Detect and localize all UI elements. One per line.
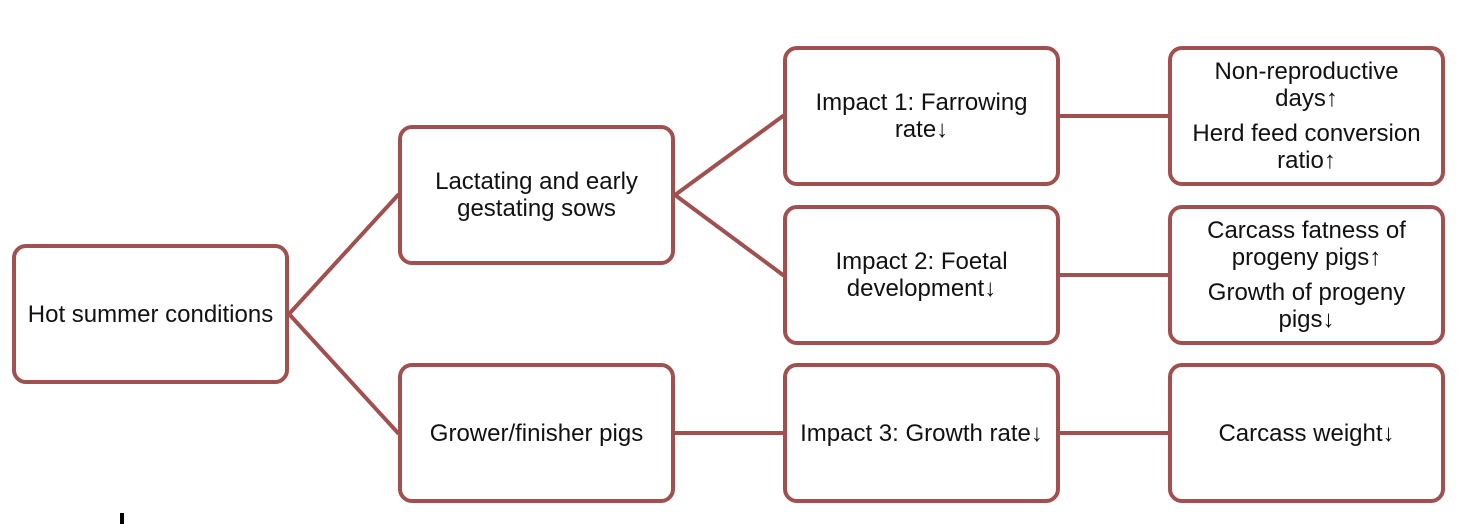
connector-root-to-grower (287, 312, 400, 435)
connector-root-to-sows (287, 193, 400, 316)
node-label: Lactating and early gestating sows (435, 168, 638, 222)
connector-sows-to-impact2 (673, 193, 785, 277)
node-label: Hot summer conditions (27, 300, 274, 328)
node-label: Herd feed conversion ratio↑ (1192, 120, 1421, 174)
node-label: Grower/finisher pigs (429, 419, 644, 447)
node-label: Impact 2: Foetal development↓ (835, 248, 1008, 302)
node-impact-foetal-development: Impact 2: Foetal development↓ (783, 205, 1060, 345)
node-label: Carcass weight↓ (1218, 419, 1395, 447)
node-grower-finisher-pigs: Grower/finisher pigs (398, 363, 675, 503)
text-cursor-mark (120, 513, 124, 524)
node-label: Non-reproductive days↑ (1214, 58, 1399, 112)
node-impact-farrowing-rate: Impact 1: Farrowing rate↓ (783, 46, 1060, 186)
node-hot-summer-conditions: Hot summer conditions (12, 244, 289, 384)
node-label: Growth of progeny pigs↓ (1207, 279, 1406, 333)
node-impact-growth-rate: Impact 3: Growth rate↓ (783, 363, 1060, 503)
node-outcome-reproduction-feed: Non-reproductive days↑ Herd feed convers… (1168, 46, 1445, 186)
node-label: Carcass fatness of progeny pigs↑ (1207, 217, 1406, 271)
node-label: Impact 1: Farrowing rate↓ (815, 89, 1028, 143)
node-label: Impact 3: Growth rate↓ (800, 419, 1043, 447)
node-outcome-progeny-pigs: Carcass fatness of progeny pigs↑ Growth … (1168, 205, 1445, 345)
node-outcome-carcass-weight: Carcass weight↓ (1168, 363, 1445, 503)
connector-sows-to-impact1 (673, 114, 785, 197)
node-lactating-gestating-sows: Lactating and early gestating sows (398, 125, 675, 265)
